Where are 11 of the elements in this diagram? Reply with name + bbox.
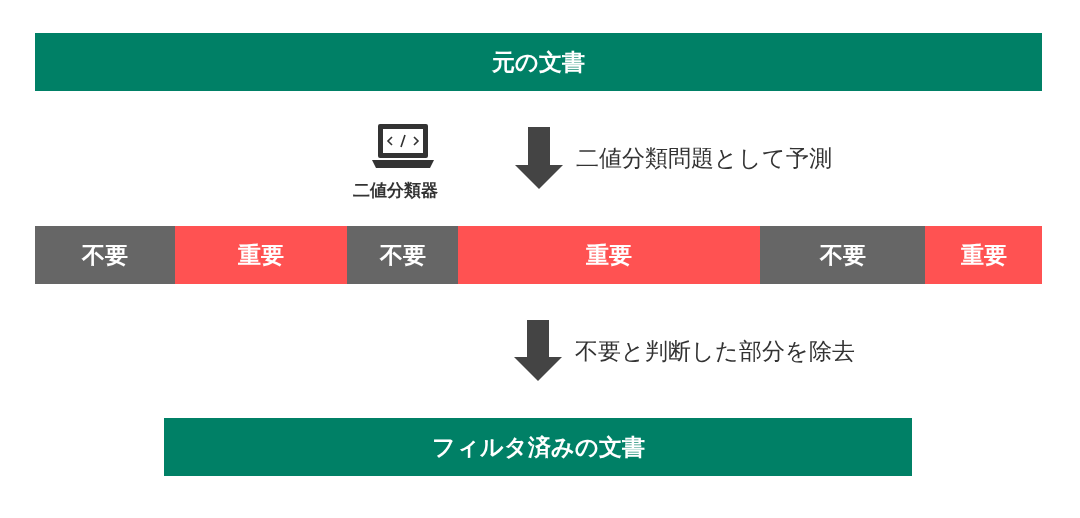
unneeded-segment: 不要 [760, 226, 925, 284]
important-segment: 重要 [458, 226, 760, 284]
document-bar: 元の文書 [35, 33, 1042, 91]
unneeded-segment: 不要 [347, 226, 458, 284]
document-bar: フィルタ済みの文書 [164, 418, 912, 476]
down-arrow [514, 320, 562, 381]
down-arrow [515, 127, 563, 189]
icon-caption: 二値分類器 [353, 179, 438, 202]
important-segment: 重要 [925, 226, 1042, 284]
important-segment: 重要 [175, 226, 347, 284]
unneeded-segment: 不要 [35, 226, 175, 284]
